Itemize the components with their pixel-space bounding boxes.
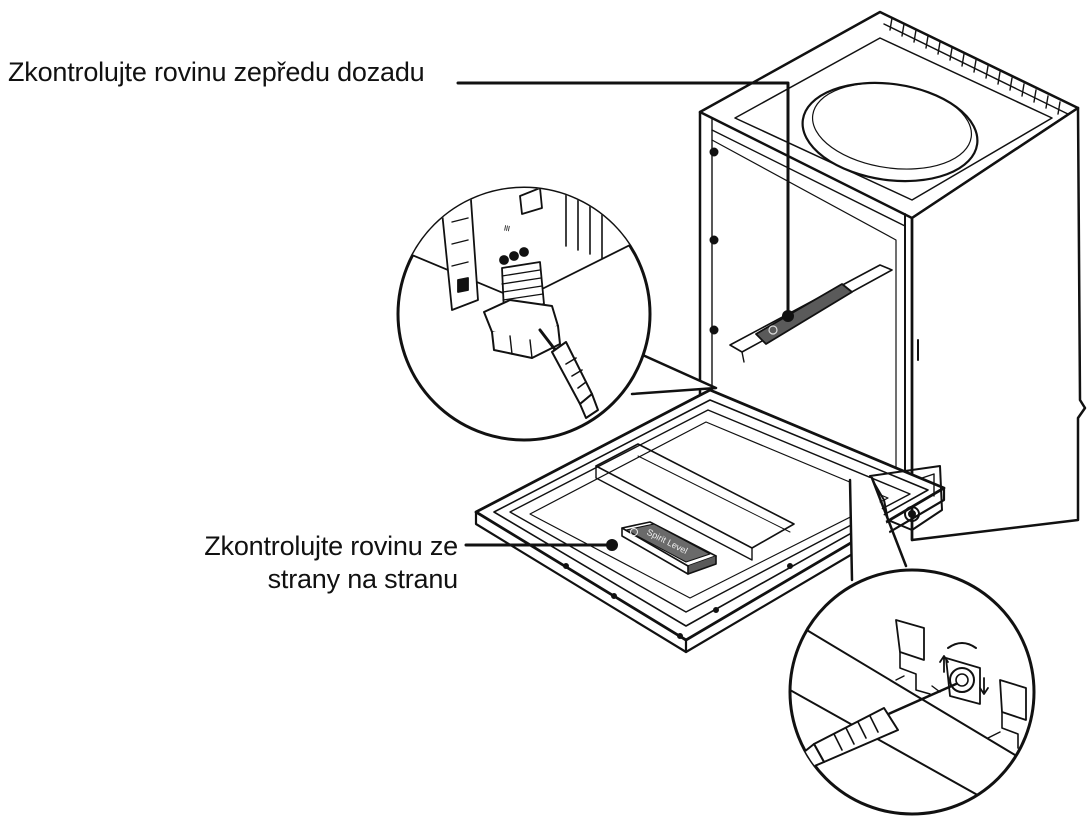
detail-hinge-screw bbox=[788, 476, 1036, 816]
foot-adjust-mark: ≡ bbox=[501, 224, 514, 232]
detail-leveling-foot: ≡ bbox=[396, 186, 718, 442]
callout-leaders bbox=[456, 81, 794, 551]
callout-front-to-back: Zkontrolujte rovinu zepředu dozadu bbox=[8, 56, 425, 89]
callout-front-to-back-text: Zkontrolujte rovinu zepředu dozadu bbox=[8, 57, 425, 87]
callout-side-to-side-line2: strany na stranu bbox=[267, 564, 459, 594]
leader-front-to-back bbox=[456, 81, 790, 318]
callout-side-to-side: Zkontrolujte rovinu ze strany na stranu bbox=[150, 530, 458, 596]
dishwasher-body bbox=[698, 10, 1087, 542]
spirit-level-tub bbox=[755, 283, 853, 345]
top-vent-ribs bbox=[879, 11, 1079, 117]
open-door bbox=[474, 388, 946, 654]
callout-side-to-side-line1: Zkontrolujte rovinu ze bbox=[204, 531, 458, 561]
